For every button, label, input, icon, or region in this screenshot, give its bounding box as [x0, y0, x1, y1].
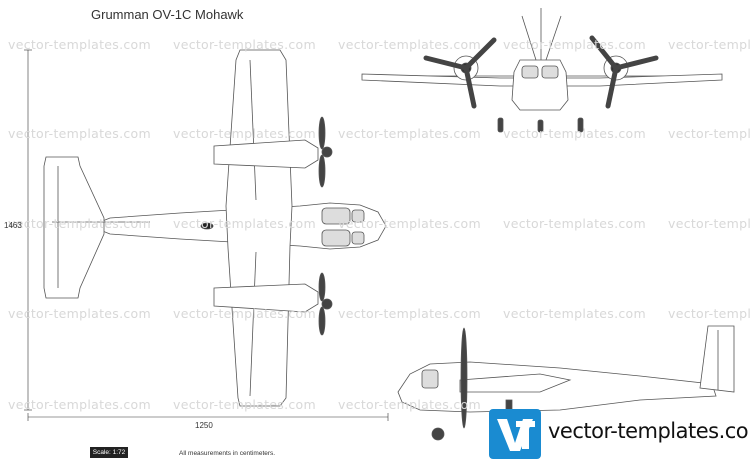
watermark-r3c5: vector-templates.com	[668, 216, 750, 231]
watermark-r2c5: vector-templates.com	[668, 126, 750, 141]
side-tail-fin	[699, 325, 735, 393]
watermark-r4c5: vector-templates.com	[668, 306, 750, 321]
page-title: Grumman OV-1C Mohawk	[91, 7, 244, 22]
side-view	[397, 325, 735, 441]
front-view	[361, 8, 723, 133]
watermark-r4c3: vector-templates.com	[338, 306, 481, 321]
top-tailplane	[43, 156, 105, 299]
side-propeller	[460, 327, 468, 429]
top-view	[43, 49, 387, 407]
top-canopy-left	[321, 207, 351, 225]
top-propeller-upper	[318, 116, 333, 188]
scale-badge: Scale: 1:72	[90, 447, 128, 458]
front-fuselage	[511, 59, 569, 111]
watermark-r5c2: vector-templates.com	[173, 397, 316, 412]
watermark-r2c2: vector-templates.com	[173, 126, 316, 141]
side-nacelle	[459, 373, 572, 393]
top-canopy-right	[321, 229, 351, 247]
watermark-r5c1: vector-templates.com	[8, 397, 151, 412]
brand-logo-icon	[489, 409, 541, 459]
watermark-r1c2: vector-templates.com	[173, 37, 316, 52]
measurement-note: All measurements in centimeters.	[179, 450, 276, 457]
top-nacelle-upper	[213, 139, 319, 169]
dimension-lines	[24, 49, 389, 421]
top-propeller-lower	[318, 272, 333, 336]
top-wing	[225, 49, 293, 407]
watermark-r5c3: vector-templates.com	[338, 397, 481, 412]
watermark-r1c5: vector-templates.com	[668, 37, 750, 52]
watermark-r4c2: vector-templates.com	[173, 306, 316, 321]
watermark-r3c3: vector-templates.com	[338, 216, 481, 231]
watermark-r2c3: vector-templates.com	[338, 126, 481, 141]
watermark-r2c4: vector-templates.com	[503, 126, 646, 141]
watermark-r4c1: vector-templates.com	[8, 306, 151, 321]
span-dimension-label: 1463	[4, 221, 22, 230]
watermark-r2c1: vector-templates.com	[8, 126, 151, 141]
top-nacelle-lower	[213, 283, 319, 313]
length-dimension-label: 1250	[195, 421, 213, 430]
watermark-r3c4: vector-templates.com	[503, 216, 646, 231]
watermark-r4c4: vector-templates.com	[503, 306, 646, 321]
watermark-r1c4: vector-templates.com	[503, 37, 646, 52]
watermark-r1c3: vector-templates.com	[338, 37, 481, 52]
brand-logo-text: vector-templates.com	[548, 419, 750, 443]
watermark-r1c1: vector-templates.com	[8, 37, 151, 52]
watermark-r3c1: vector-templates.com	[8, 216, 151, 231]
watermark-r3c2: vector-templates.com	[173, 216, 316, 231]
